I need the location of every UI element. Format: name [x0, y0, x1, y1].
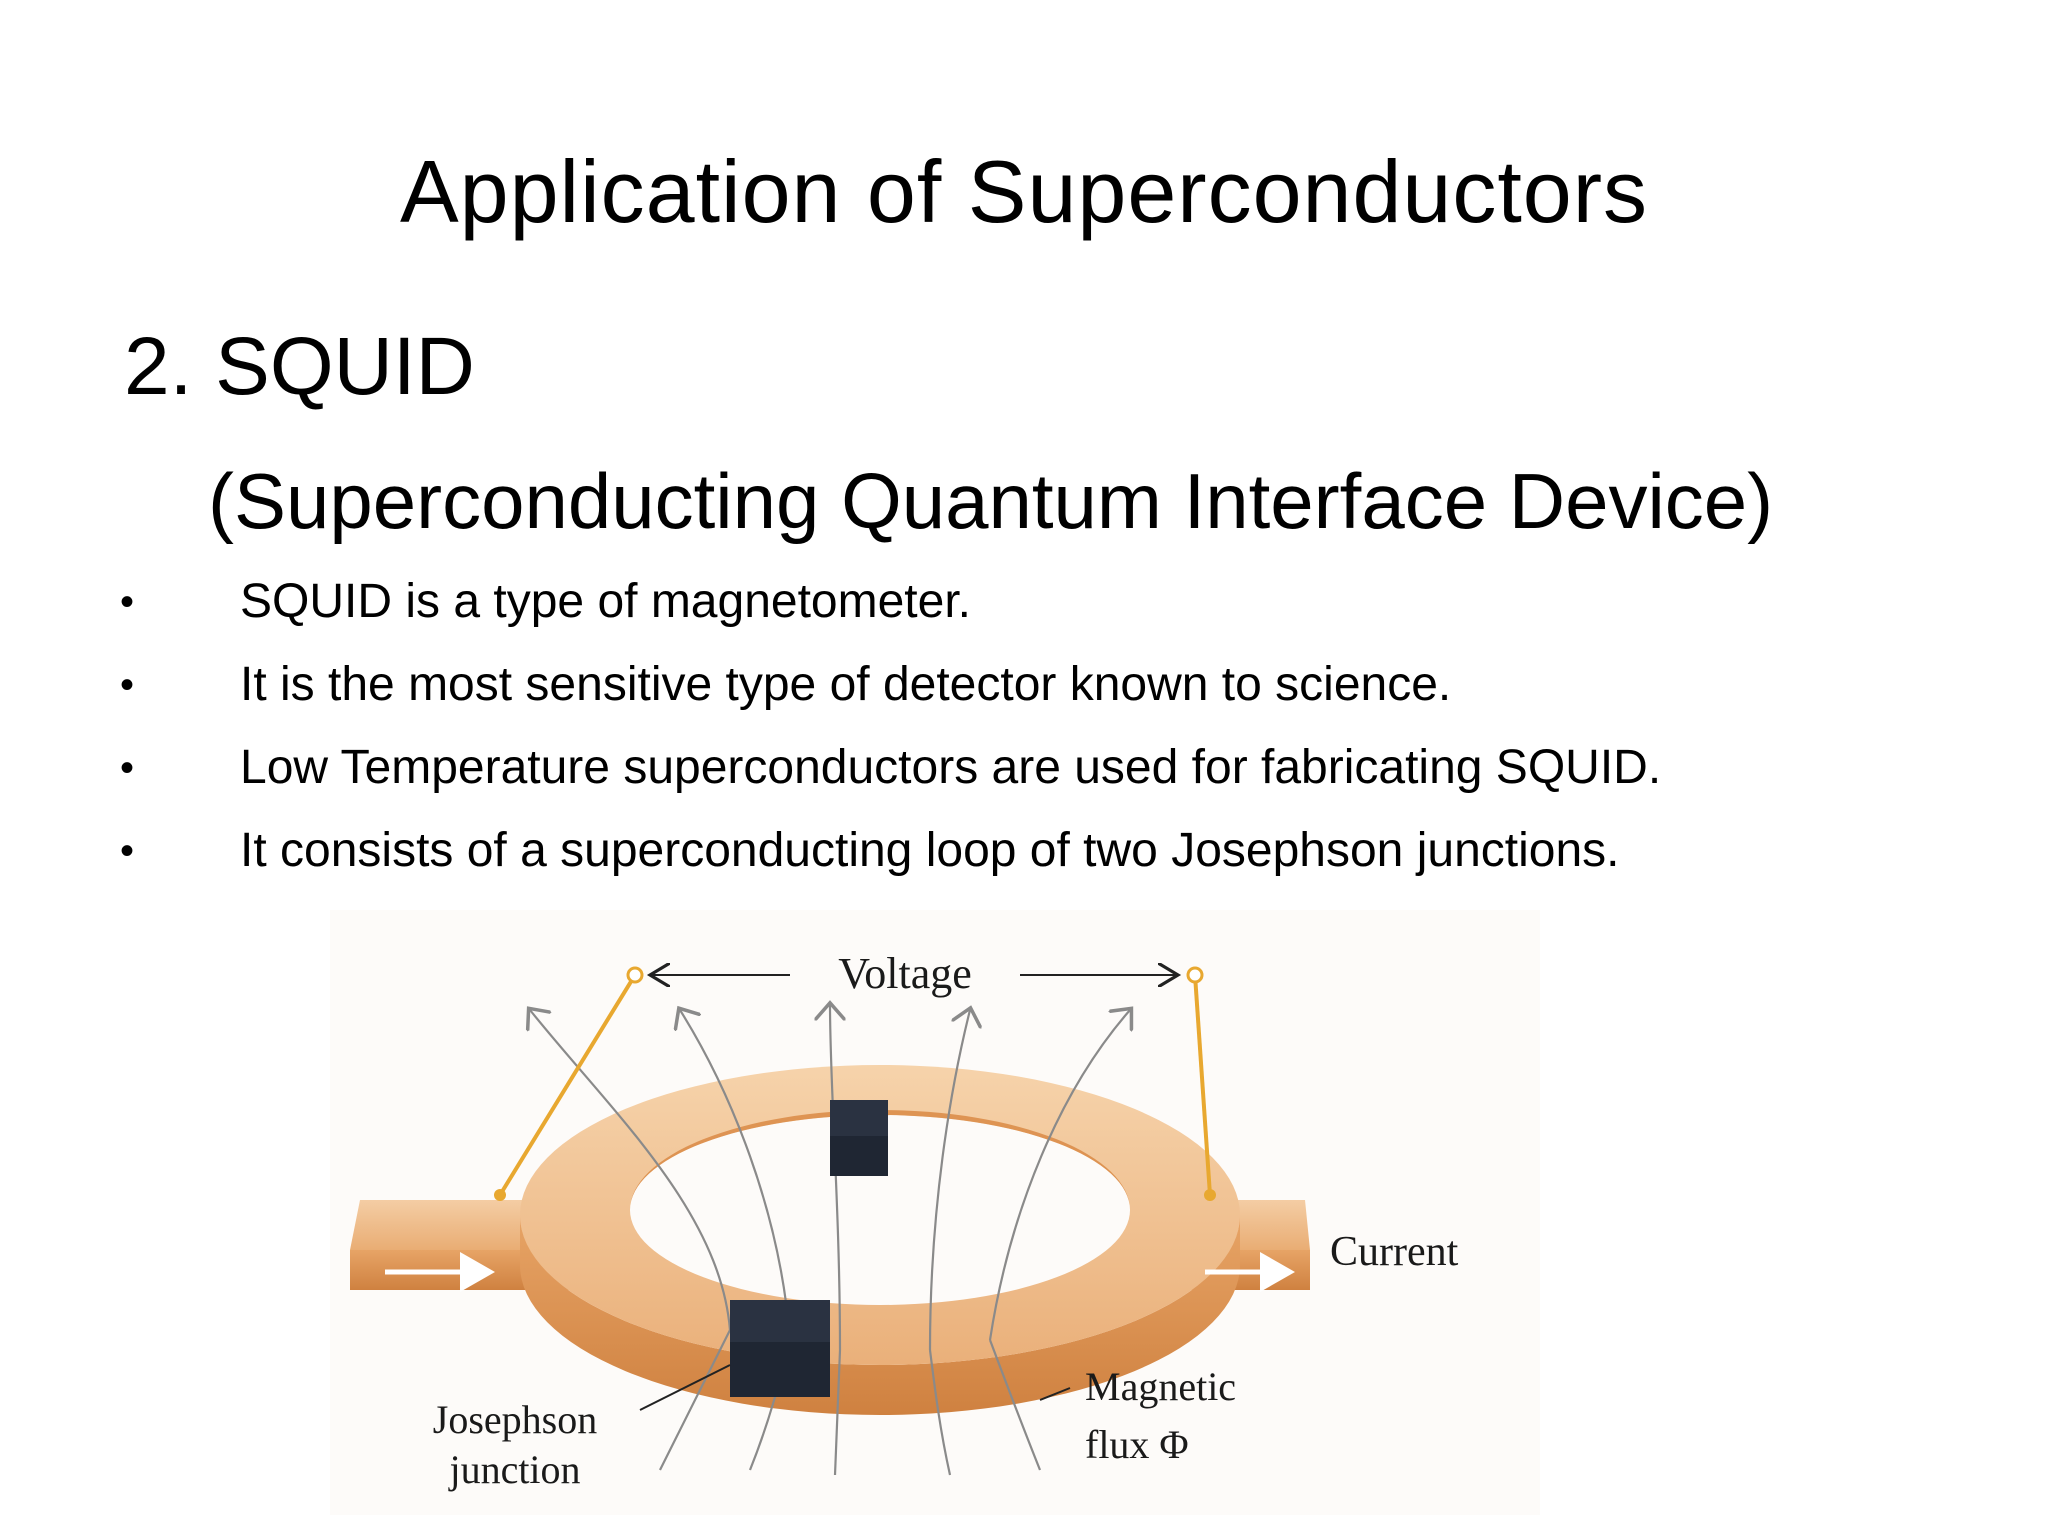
lead-contact-left	[494, 1189, 506, 1201]
slide-subtitle: 2. SQUID	[124, 321, 475, 412]
bullet-text: SQUID is a type of magnetometer.	[240, 575, 971, 628]
voltage-lead-left	[498, 973, 637, 1197]
ring-hole	[630, 1115, 1130, 1305]
squid-diagram: Voltage Current Josephson junction Magne…	[330, 910, 1540, 1515]
bullet-item: • It is the most sensitive type of detec…	[120, 653, 2020, 736]
junction-top-face	[730, 1300, 830, 1342]
flux-label-line1: Magnetic	[1085, 1364, 1236, 1409]
junction-label-line1: Josephson	[433, 1397, 597, 1442]
bullet-marker: •	[120, 829, 135, 873]
flux-label-line2: flux Φ	[1085, 1422, 1189, 1467]
field-line	[659, 1329, 731, 1471]
field-line	[680, 1010, 792, 1341]
bullet-item: • It consists of a superconducting loop …	[120, 819, 2020, 902]
voltage-terminal-left	[626, 966, 644, 984]
field-line	[928, 1010, 970, 1351]
flux-leader-line	[1039, 1387, 1071, 1401]
bullet-marker: •	[120, 580, 135, 624]
junction-side-face	[730, 1342, 830, 1397]
bullet-text: Low Temperature superconductors are used…	[240, 741, 1662, 794]
squid-diagram-svg: Voltage Current Josephson junction Magne…	[330, 910, 1540, 1515]
junction-leader-line	[639, 1364, 731, 1411]
bullet-marker: •	[120, 663, 135, 707]
field-line	[530, 1010, 732, 1331]
ring-side	[520, 1215, 1240, 1415]
bullet-list: • SQUID is a type of magnetometer. • It …	[120, 570, 2020, 902]
bullet-item: • SQUID is a type of magnetometer.	[120, 570, 2020, 653]
lead-contact-right	[1204, 1189, 1216, 1201]
voltage-lead-right	[1193, 974, 1212, 1196]
josephson-junction-bottom	[730, 1300, 830, 1397]
field-line	[988, 1339, 1042, 1471]
junction-top-face	[830, 1100, 888, 1136]
josephson-junction-top	[830, 1100, 888, 1176]
bullet-text: It consists of a superconducting loop of…	[240, 824, 1620, 877]
field-line	[833, 1349, 842, 1476]
slide-title: Application of Superconductors	[399, 142, 1649, 241]
voltage-terminal-right	[1186, 966, 1204, 984]
bullet-text: It is the most sensitive type of detecto…	[240, 658, 1452, 711]
acronym-expansion: (Superconducting Quantum Interface Devic…	[208, 457, 1774, 545]
field-line	[928, 1349, 952, 1476]
field-line	[988, 1010, 1130, 1341]
current-label: Current	[1330, 1229, 1459, 1275]
bullet-marker: •	[120, 746, 135, 790]
junction-label-line2: junction	[447, 1447, 580, 1492]
voltage-label: Voltage	[838, 949, 972, 998]
junction-side-face	[830, 1136, 888, 1176]
bullet-item: • Low Temperature superconductors are us…	[120, 736, 2020, 819]
